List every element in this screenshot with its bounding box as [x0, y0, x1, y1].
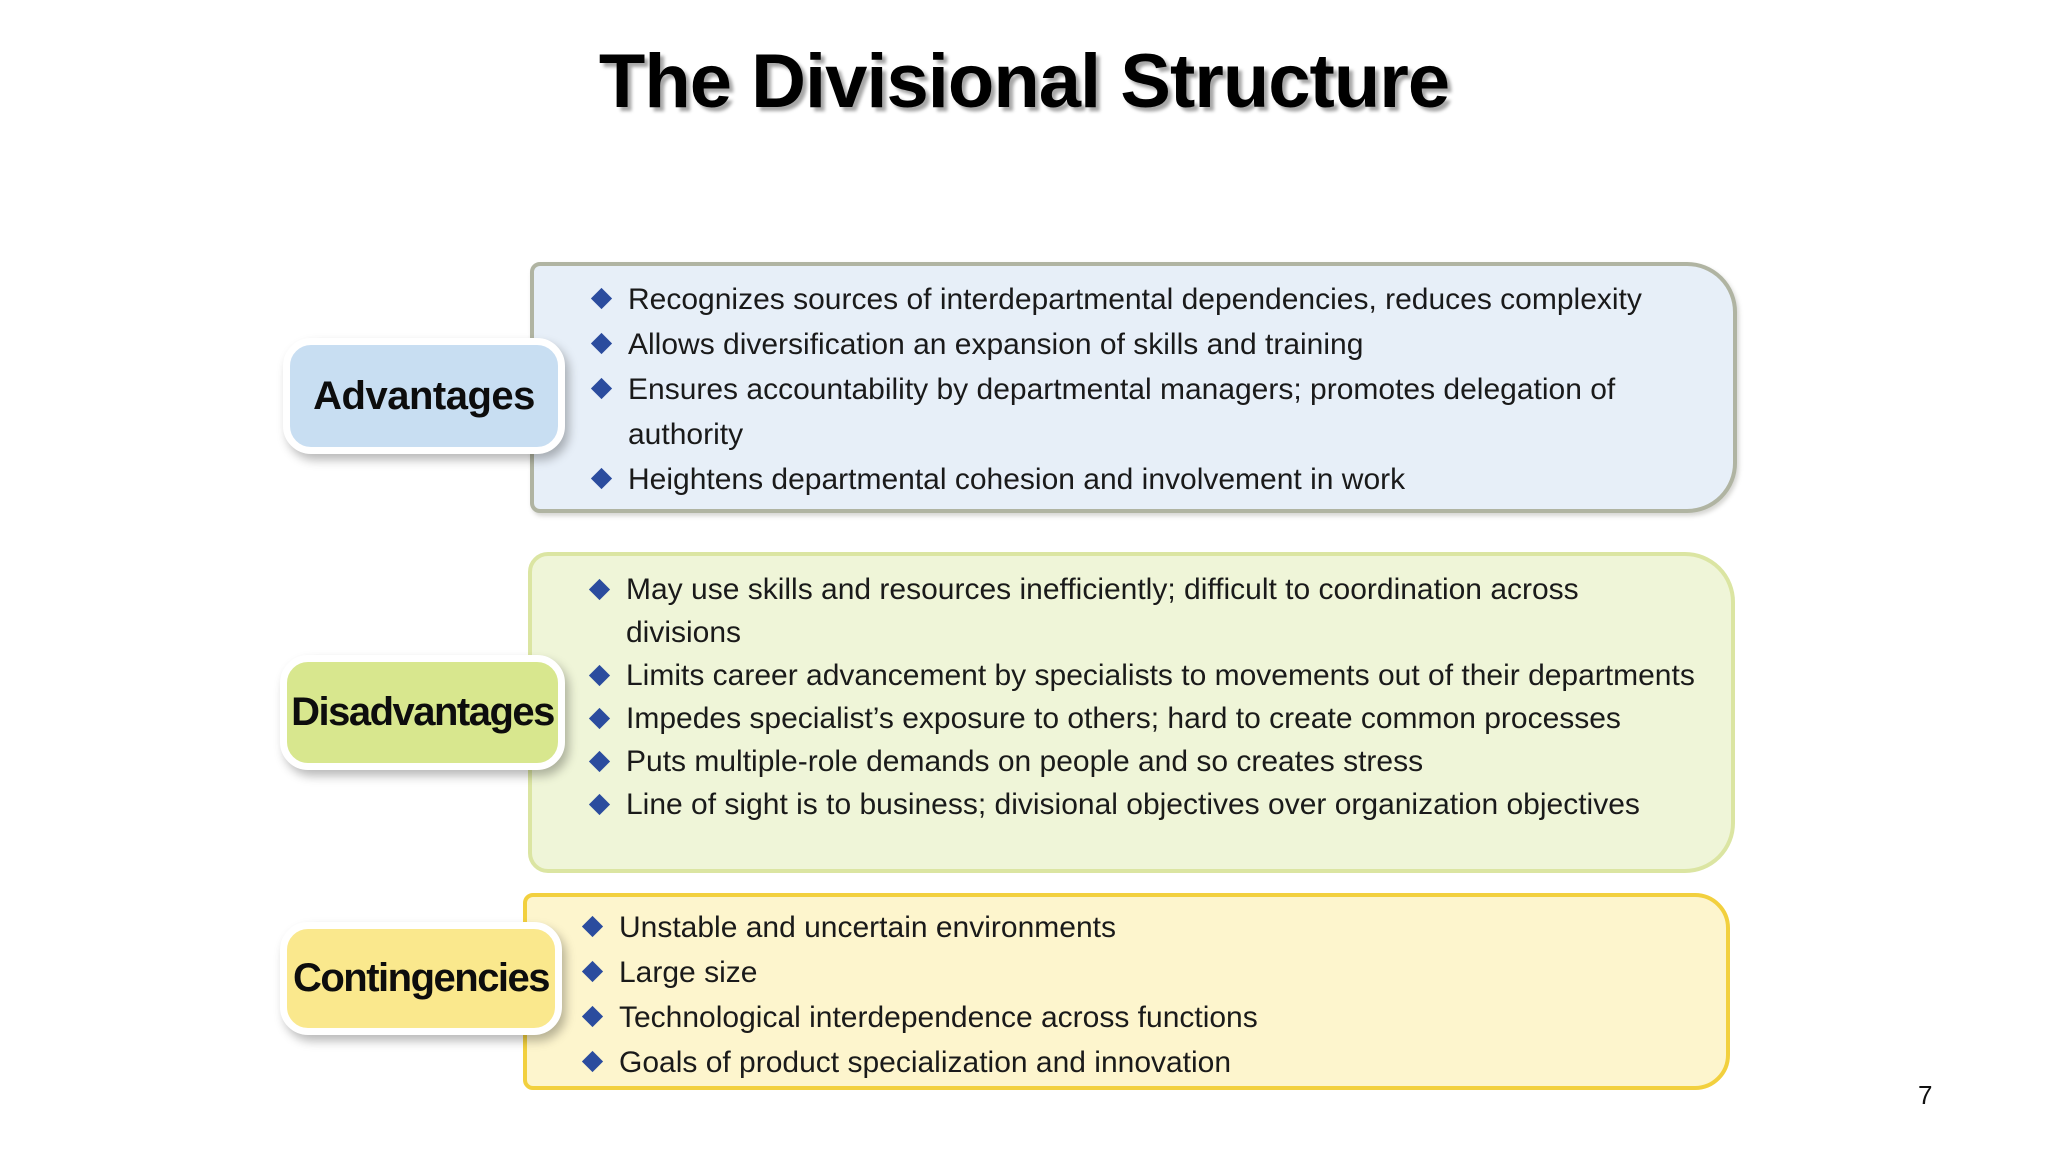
- diamond-bullet-icon: [581, 915, 604, 938]
- contingencies-label: Contingencies: [280, 922, 562, 1035]
- bullet-text: Technological interdependence across fun…: [619, 1001, 1258, 1034]
- contingencies-bullet-list: Unstable and uncertain environments Larg…: [527, 897, 1726, 1085]
- diamond-bullet-icon: [590, 287, 613, 310]
- bullet-text: Limits career advancement by specialists…: [626, 659, 1695, 692]
- bullet-item: Limits career advancement by specialists…: [582, 654, 1701, 697]
- disadvantages-content-box: May use skills and resources inefficient…: [528, 552, 1735, 873]
- advantages-label-text: Advantages: [313, 373, 535, 418]
- diamond-bullet-icon: [581, 1050, 604, 1073]
- diamond-bullet-icon: [588, 707, 611, 730]
- bullet-text: Large size: [619, 956, 758, 989]
- bullet-item: Unstable and uncertain environments: [575, 905, 1696, 950]
- bullet-item: Allows diversification an expansion of s…: [584, 322, 1703, 367]
- disadvantages-label-text: Disadvantages: [291, 690, 555, 734]
- diamond-bullet-icon: [588, 750, 611, 773]
- bullet-text: Goals of product specialization and inno…: [619, 1046, 1232, 1079]
- bullet-item: Heightens departmental cohesion and invo…: [584, 457, 1703, 502]
- advantages-label: Advantages: [283, 338, 565, 454]
- bullet-item: Recognizes sources of interdepartmental …: [584, 277, 1703, 322]
- bullet-text: Allows diversification an expansion of s…: [628, 328, 1364, 361]
- diamond-bullet-icon: [590, 332, 613, 355]
- diamond-bullet-icon: [588, 578, 611, 601]
- slide-title: The Divisional Structure: [598, 39, 1450, 124]
- advantages-content-box: Recognizes sources of interdepartmental …: [530, 262, 1737, 513]
- bullet-item: Impedes specialist’s exposure to others;…: [582, 697, 1701, 740]
- diamond-bullet-icon: [590, 467, 613, 490]
- bullet-text: Ensures accountability by departmental m…: [628, 373, 1616, 451]
- bullet-text: Recognizes sources of interdepartmental …: [628, 283, 1642, 316]
- page-number: 7: [1918, 1080, 1933, 1110]
- bullet-item: Ensures accountability by departmental m…: [584, 367, 1703, 457]
- diamond-bullet-icon: [588, 664, 611, 687]
- bullet-text: Unstable and uncertain environments: [619, 911, 1116, 944]
- diamond-bullet-icon: [588, 793, 611, 816]
- bullet-item: Technological interdependence across fun…: [575, 995, 1696, 1040]
- bullet-item: Puts multiple-role demands on people and…: [582, 740, 1701, 783]
- bullet-text: Line of sight is to business; divisional…: [626, 788, 1640, 821]
- diamond-bullet-icon: [581, 1005, 604, 1028]
- diamond-bullet-icon: [581, 960, 604, 983]
- bullet-item: May use skills and resources inefficient…: [582, 568, 1701, 654]
- bullet-text: Heightens departmental cohesion and invo…: [628, 463, 1406, 496]
- bullet-item: Goals of product specialization and inno…: [575, 1040, 1696, 1085]
- bullet-text: Puts multiple-role demands on people and…: [626, 745, 1424, 778]
- disadvantages-label: Disadvantages: [280, 655, 565, 770]
- diamond-bullet-icon: [590, 377, 613, 400]
- bullet-text: May use skills and resources inefficient…: [626, 573, 1579, 649]
- contingencies-content-box: Unstable and uncertain environments Larg…: [523, 893, 1730, 1090]
- advantages-bullet-list: Recognizes sources of interdepartmental …: [534, 266, 1733, 502]
- bullet-item: Large size: [575, 950, 1696, 995]
- bullet-item: Line of sight is to business; divisional…: [582, 783, 1701, 826]
- contingencies-label-text: Contingencies: [292, 956, 551, 1000]
- disadvantages-bullet-list: May use skills and resources inefficient…: [532, 556, 1731, 826]
- bullet-text: Impedes specialist’s exposure to others;…: [626, 702, 1621, 735]
